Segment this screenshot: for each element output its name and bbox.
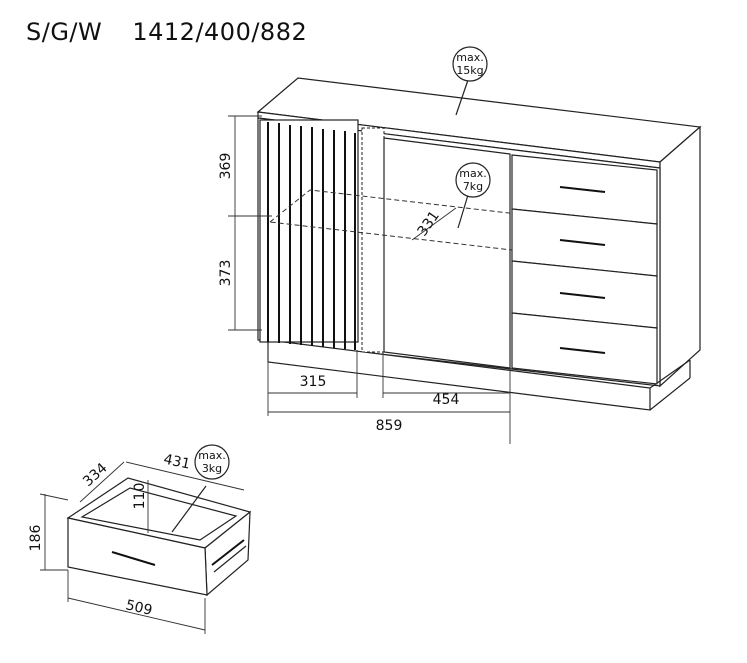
drawer-load-badge	[194, 444, 230, 480]
dim-upper-height: 369	[218, 153, 234, 180]
top-load-value: 15kg	[456, 64, 483, 77]
top-load-label: max.	[456, 51, 483, 64]
shelf-load-label: max.	[459, 167, 486, 180]
top-load-badge	[452, 46, 488, 82]
drawer-drawing: max. 3kg 334 431 110 186 509	[28, 444, 252, 634]
shelf-load-value: 7kg	[463, 180, 483, 193]
shelf	[268, 189, 554, 251]
drawer-front	[67, 517, 208, 596]
dim-left-width: 315	[300, 374, 327, 390]
drawer-load-label: max.	[198, 449, 225, 462]
dim-door-width: 454	[433, 392, 460, 408]
overall-dimensions: 1412/400/882	[132, 18, 308, 46]
dim-drawer-height: 186	[28, 525, 44, 552]
dim-drawer-inner-width: 431	[162, 451, 191, 472]
cabinet-side	[659, 125, 701, 388]
slatted-door	[259, 119, 359, 350]
dim-drawer-depth: 334	[80, 460, 111, 490]
dim-drawer-inner-height: 110	[132, 483, 148, 510]
diagram-title: S/G/W 1412/400/882	[26, 18, 329, 46]
dim-lower-height: 373	[218, 260, 234, 287]
sideboard-drawing: max. 15kg max. 7kg 369 373 331 315 454 8…	[218, 46, 702, 444]
drawer-load-value: 3kg	[202, 462, 222, 475]
drawer-fronts	[511, 154, 658, 385]
shelf-load-badge	[455, 162, 491, 198]
dim-total-width: 859	[376, 418, 403, 434]
dim-drawer-front-width: 509	[124, 597, 154, 619]
model-code: S/G/W	[26, 18, 103, 46]
plain-door	[383, 137, 511, 369]
hinge-strip	[361, 127, 385, 353]
